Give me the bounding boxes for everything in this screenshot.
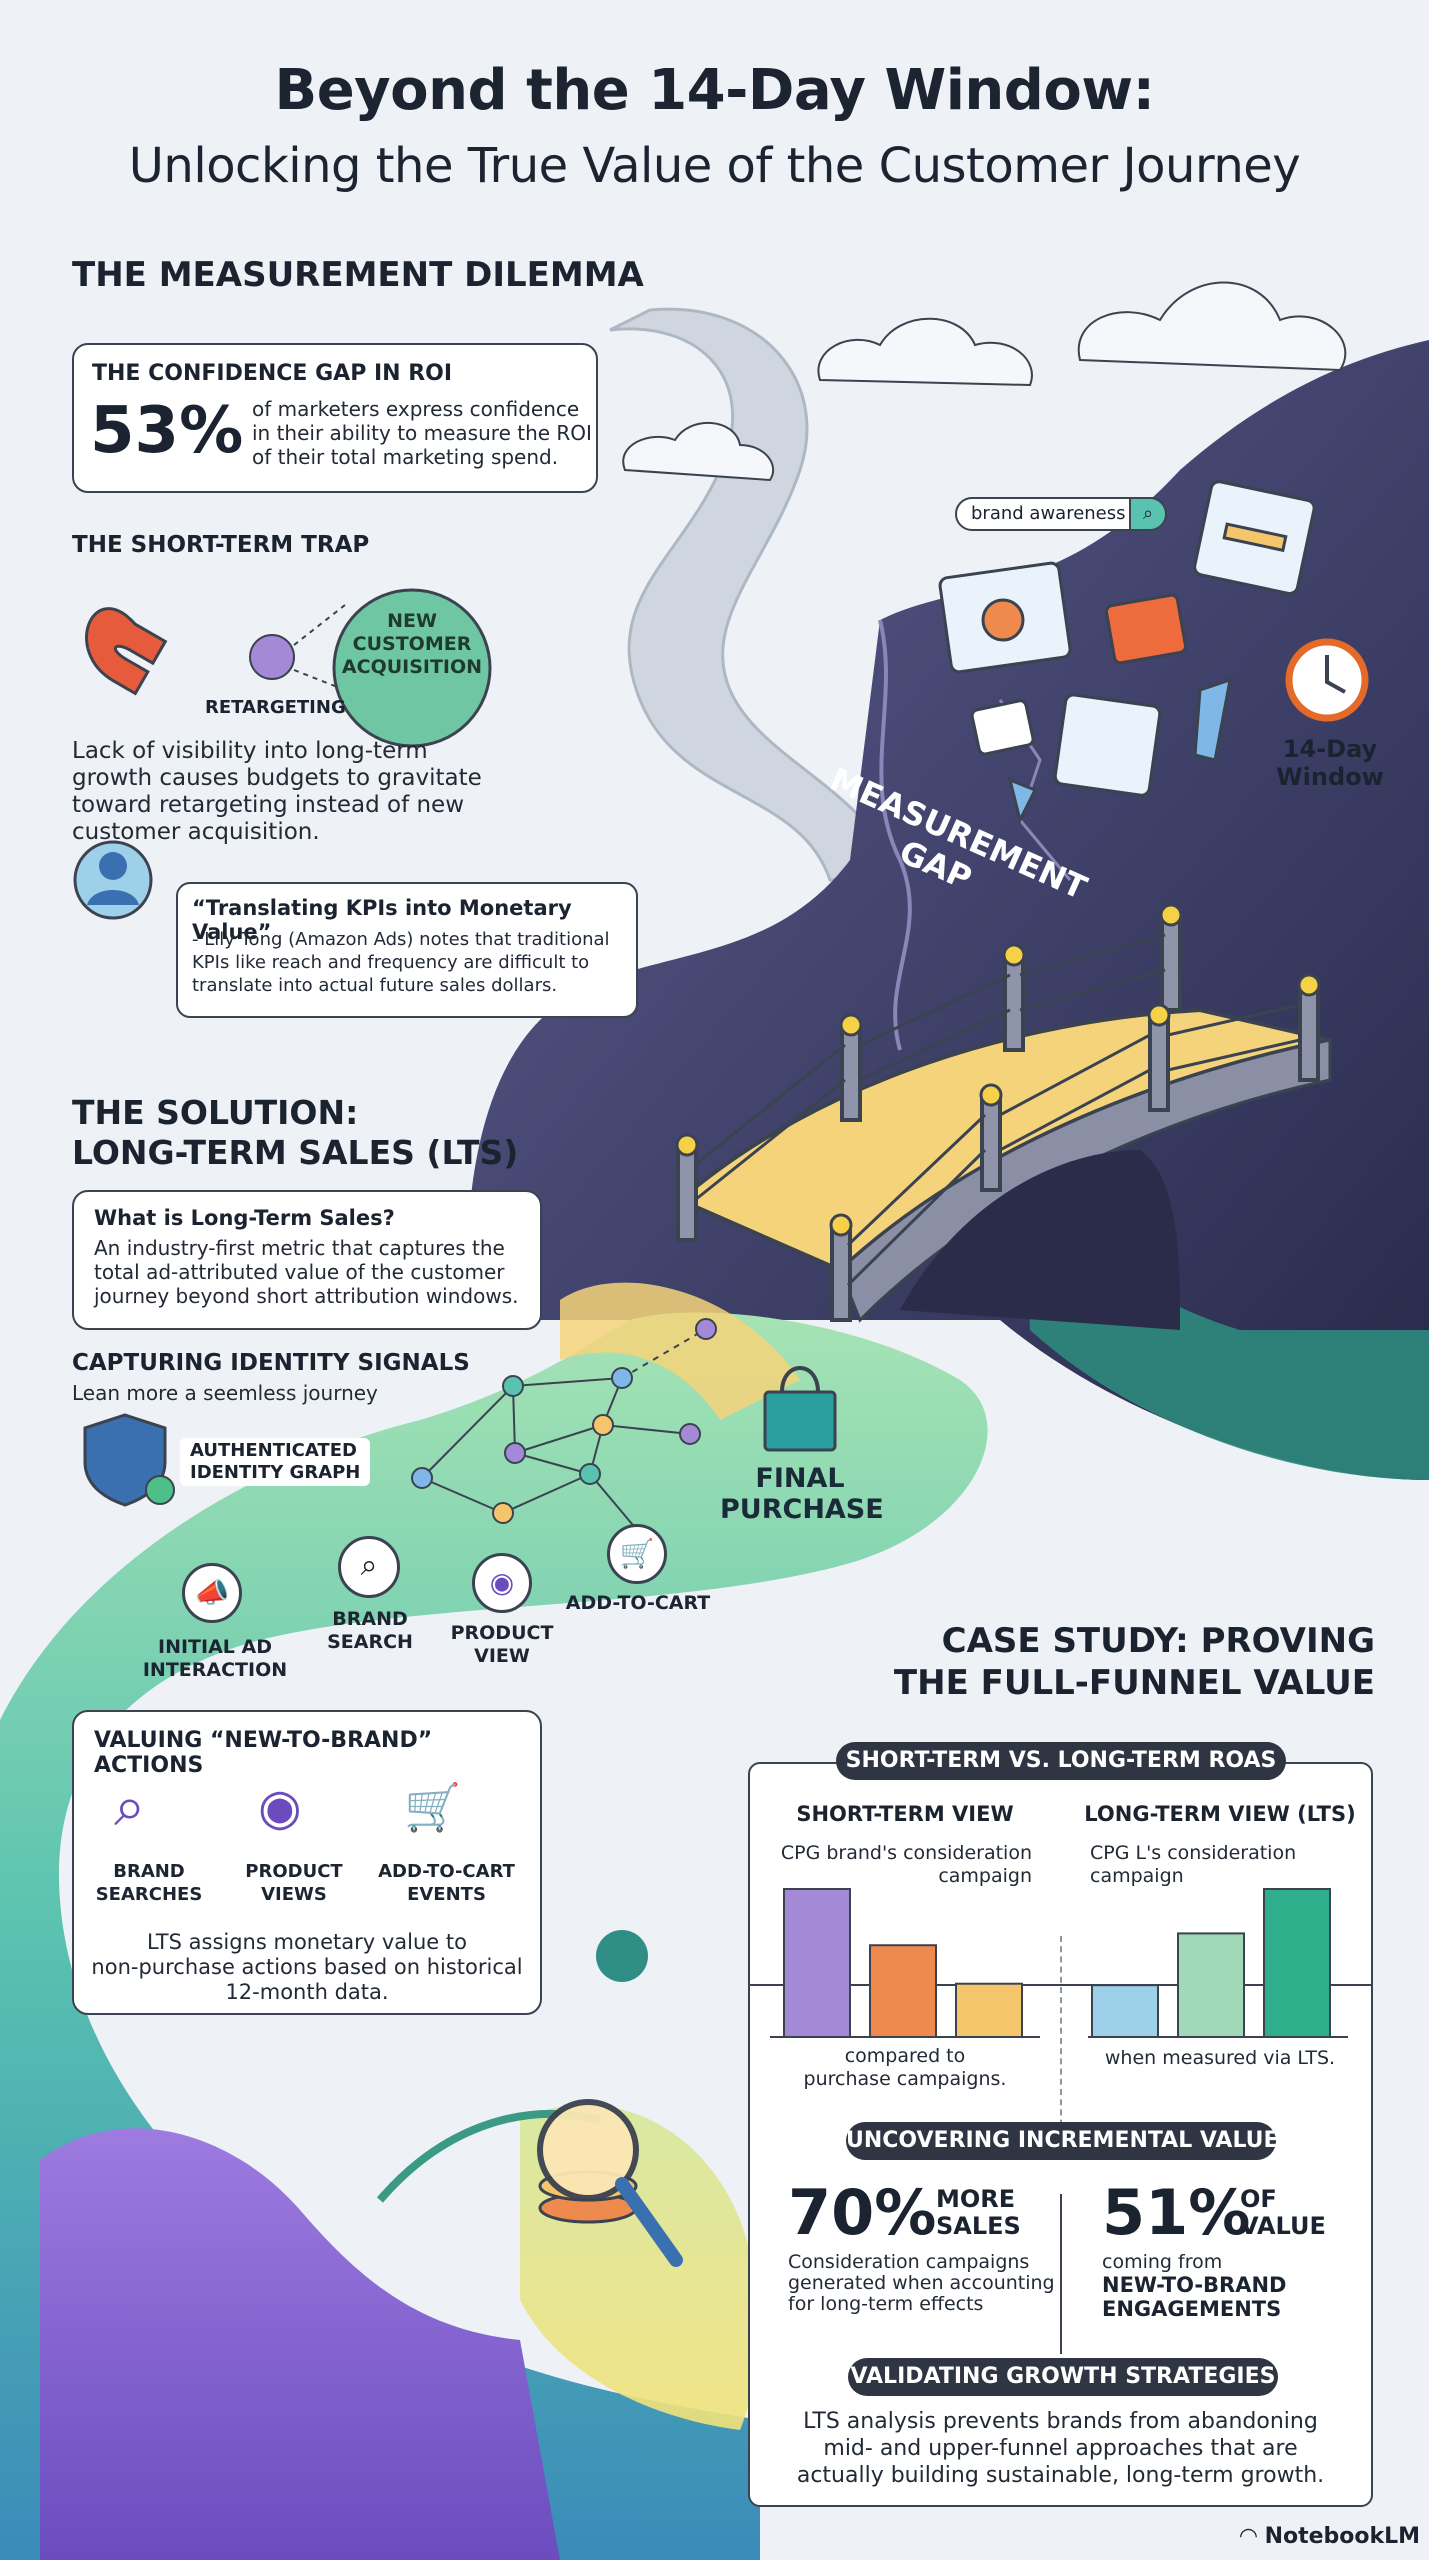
step-add-to-cart: ADD-TO-CART: [565, 1592, 711, 1614]
short-term-view-sub: CPG brand's consideration campaign: [780, 1842, 1032, 1887]
long-term-bar-2: [1177, 1932, 1245, 2038]
section-measurement-dilemma: THE MEASUREMENT DILEMMA: [72, 255, 644, 295]
short-term-bar-1: [783, 1888, 851, 2038]
quote-title: “Translating KPIs into Monetary Value”: [192, 896, 572, 944]
long-term-view-foot: when measured via LTS.: [1104, 2047, 1336, 2069]
what-is-lts-heading: What is Long-Term Sales?: [94, 1206, 395, 1230]
stat-70-text: Consideration campaigns generated when a…: [788, 2251, 1055, 2315]
long-term-chart: [1088, 1888, 1348, 2038]
quote-text: - Lily Tong (Amazon Ads) notes that trad…: [192, 929, 610, 996]
megaphone-icon: 📣: [182, 1563, 242, 1623]
stat-70-words: MORE SALES: [936, 2185, 1021, 2240]
identity-heading: CAPTURING IDENTITY SIGNALS: [72, 1350, 470, 1376]
short-term-view-foot: compared to purchase campaigns.: [803, 2045, 1007, 2090]
new-customer-acquisition-bubble: NEW CUSTOMER ACQUISITION: [341, 610, 483, 678]
search-icon: ⌕: [1129, 497, 1167, 531]
ntb-item-add-to-cart: ADD-TO-CART EVENTS: [378, 1861, 515, 1905]
brand-awareness-search: brand awareness ⌕: [955, 497, 1167, 531]
brand-search-icon: ⌕: [338, 1536, 400, 1598]
ntb-item-brand-searches: BRAND SEARCHES: [95, 1861, 203, 1905]
case-study-title: CASE STUDY: PROVING THE FULL-FUNNEL VALU…: [893, 1621, 1375, 1703]
short-term-chart: [770, 1888, 1040, 2038]
row-divider-1: [750, 1984, 1371, 1986]
notebooklm-logo-icon: ◠: [1240, 2524, 1257, 2549]
stat-51-words: OF VALUE: [1240, 2185, 1326, 2240]
validating-pill: VALIDATING GROWTH STRATEGIES: [848, 2358, 1278, 2396]
shield-icon: [85, 1413, 165, 1503]
shopping-bag-icon: [762, 1360, 838, 1450]
confidence-stat: 53%: [90, 394, 244, 468]
retargeting-label: RETARGETING: [205, 697, 346, 718]
what-is-lts-card: What is Long-Term Sales? An industry-fir…: [72, 1190, 542, 1330]
stat-70-value: 70%: [788, 2176, 937, 2249]
step-product-view: PRODUCT VIEW: [450, 1622, 554, 1667]
notebooklm-brand: ◠ NotebookLM: [1240, 2524, 1420, 2549]
short-term-view-heading: SHORT-TERM VIEW: [796, 1802, 1014, 1826]
cart-dollar-icon: 🛒: [404, 1780, 462, 1834]
section-solution: THE SOLUTION: LONG-TERM SALES (LTS): [72, 1093, 519, 1172]
final-purchase-label: FINAL PURCHASE: [720, 1463, 884, 1525]
add-to-cart-icon: 🛒: [607, 1524, 667, 1584]
stat-divider: [1060, 2194, 1062, 2354]
stat-51-value: 51%: [1102, 2176, 1251, 2249]
identity-graph-label: AUTHENTICATED IDENTITY GRAPH: [180, 1438, 371, 1486]
confidence-text: of marketers express confidence in their…: [252, 397, 592, 469]
confidence-gap-card: THE CONFIDENCE GAP IN ROI 53% of markete…: [72, 343, 598, 493]
quote-card: “Translating KPIs into Monetary Value” -…: [176, 882, 638, 1018]
product-view-eye-icon: ◉: [472, 1553, 532, 1613]
title-line-1: Beyond the 14-Day Window:: [274, 58, 1155, 123]
short-term-bar-3: [955, 1982, 1023, 2038]
long-term-view-sub: CPG L's consideration campaign: [1090, 1842, 1297, 1887]
short-term-trap-heading: THE SHORT-TERM TRAP: [72, 532, 370, 558]
new-to-brand-text: LTS assigns monetary value to non-purcha…: [91, 1930, 523, 2004]
step-initial-ad-interaction: INITIAL AD INTERACTION: [142, 1636, 288, 1681]
search-text: brand awareness: [971, 503, 1126, 524]
confidence-gap-heading: THE CONFIDENCE GAP IN ROI: [92, 361, 453, 386]
short-term-bar-2: [869, 1944, 937, 2038]
identity-sub: Lean more a seemless journey: [72, 1381, 378, 1405]
new-to-brand-heading: VALUING “NEW-TO-BRAND” ACTIONS: [94, 1728, 433, 1778]
stat-51-text: coming from NEW-TO-BRAND ENGAGEMENTS: [1102, 2251, 1287, 2322]
roas-divider: [1060, 1936, 1062, 2146]
validating-text: LTS analysis prevents brands from abando…: [796, 2409, 1325, 2488]
title-line-2: Unlocking the True Value of the Customer…: [128, 138, 1301, 194]
14-day-window-label: 14-Day Window: [1276, 735, 1384, 791]
avatar: [75, 842, 151, 918]
long-term-bar-1: [1091, 1984, 1159, 2038]
roas-pill: SHORT-TERM VS. LONG-TERM ROAS: [836, 1742, 1286, 1780]
long-term-bar-3: [1263, 1888, 1331, 2038]
notebooklm-brand-text: NotebookLM: [1264, 2524, 1421, 2549]
ntb-item-product-views: PRODUCT VIEWS: [245, 1861, 343, 1905]
long-term-view-heading: LONG-TERM VIEW (LTS): [1084, 1802, 1356, 1826]
eye-dollar-icon: ◉: [258, 1778, 302, 1836]
incremental-pill: UNCOVERING INCREMENTAL VALUE: [846, 2122, 1279, 2160]
short-term-trap-text: Lack of visibility into long-term growth…: [72, 738, 482, 845]
clock-icon: [1290, 640, 1366, 716]
new-to-brand-card: VALUING “NEW-TO-BRAND” ACTIONS ⌕ ◉ 🛒 BRA…: [72, 1710, 542, 2015]
step-brand-search: BRAND SEARCH: [327, 1608, 413, 1653]
magnifier-dollar-icon: ⌕: [114, 1774, 146, 1839]
what-is-lts-text: An industry-first metric that captures t…: [94, 1236, 519, 1308]
magnet-icon: [90, 580, 150, 640]
